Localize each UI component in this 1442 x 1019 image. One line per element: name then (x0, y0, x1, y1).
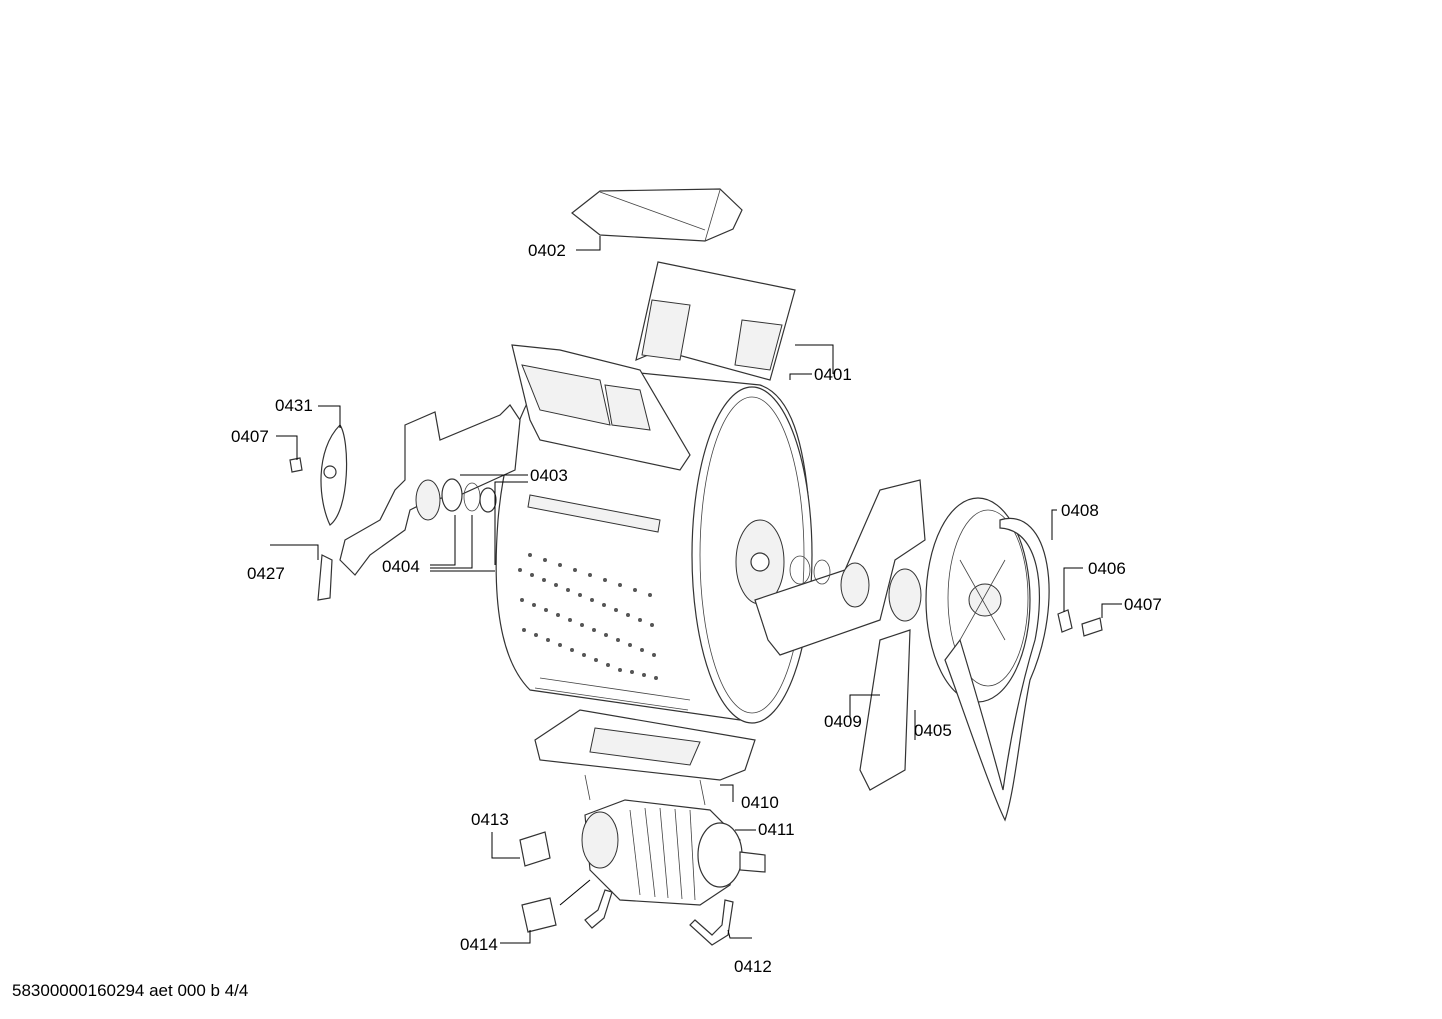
label-0405: 0405 (914, 721, 952, 740)
part-0414-connector (521, 897, 557, 933)
label-0411: 0411 (758, 820, 795, 839)
document-id-footer: 58300000160294 aet 000 b 4/4 (12, 981, 249, 1000)
label-0431: 0431 (275, 396, 313, 415)
label-0427: 0427 (247, 564, 285, 583)
part-0411-motor (581, 799, 766, 906)
label-0408: 0408 (1061, 501, 1099, 520)
part-right-bearing-bracket (754, 479, 926, 791)
label-0406: 0406 (1088, 559, 1126, 578)
part-0406-nut (1057, 609, 1073, 633)
label-0412: 0412 (734, 957, 772, 976)
part-0408-belt (944, 517, 1050, 822)
label-0403: 0403 (530, 466, 568, 485)
label-0407-left: 0407 (231, 427, 269, 446)
leader-lines (270, 236, 1122, 944)
label-0407-right: 0407 (1124, 595, 1162, 614)
part-0402-cover (571, 188, 743, 242)
part-0410-motor-mount (534, 709, 756, 806)
label-0401: 0401 (814, 365, 852, 384)
part-0407-screw-right (1081, 617, 1103, 637)
label-0413: 0413 (471, 810, 509, 829)
label-0409: 0409 (824, 712, 862, 731)
label-0402: 0402 (528, 241, 566, 260)
label-0404: 0404 (382, 557, 420, 576)
part-0413-connector (519, 831, 551, 867)
part-0412-strap (584, 889, 734, 946)
label-0410: 0410 (741, 793, 779, 812)
label-0414: 0414 (460, 935, 498, 954)
part-0401-drum (495, 261, 813, 724)
part-labels: 0402 0401 0403 0404 0431 0407 0427 0408 … (231, 241, 1162, 976)
part-left-bearing-bracket (289, 404, 521, 601)
